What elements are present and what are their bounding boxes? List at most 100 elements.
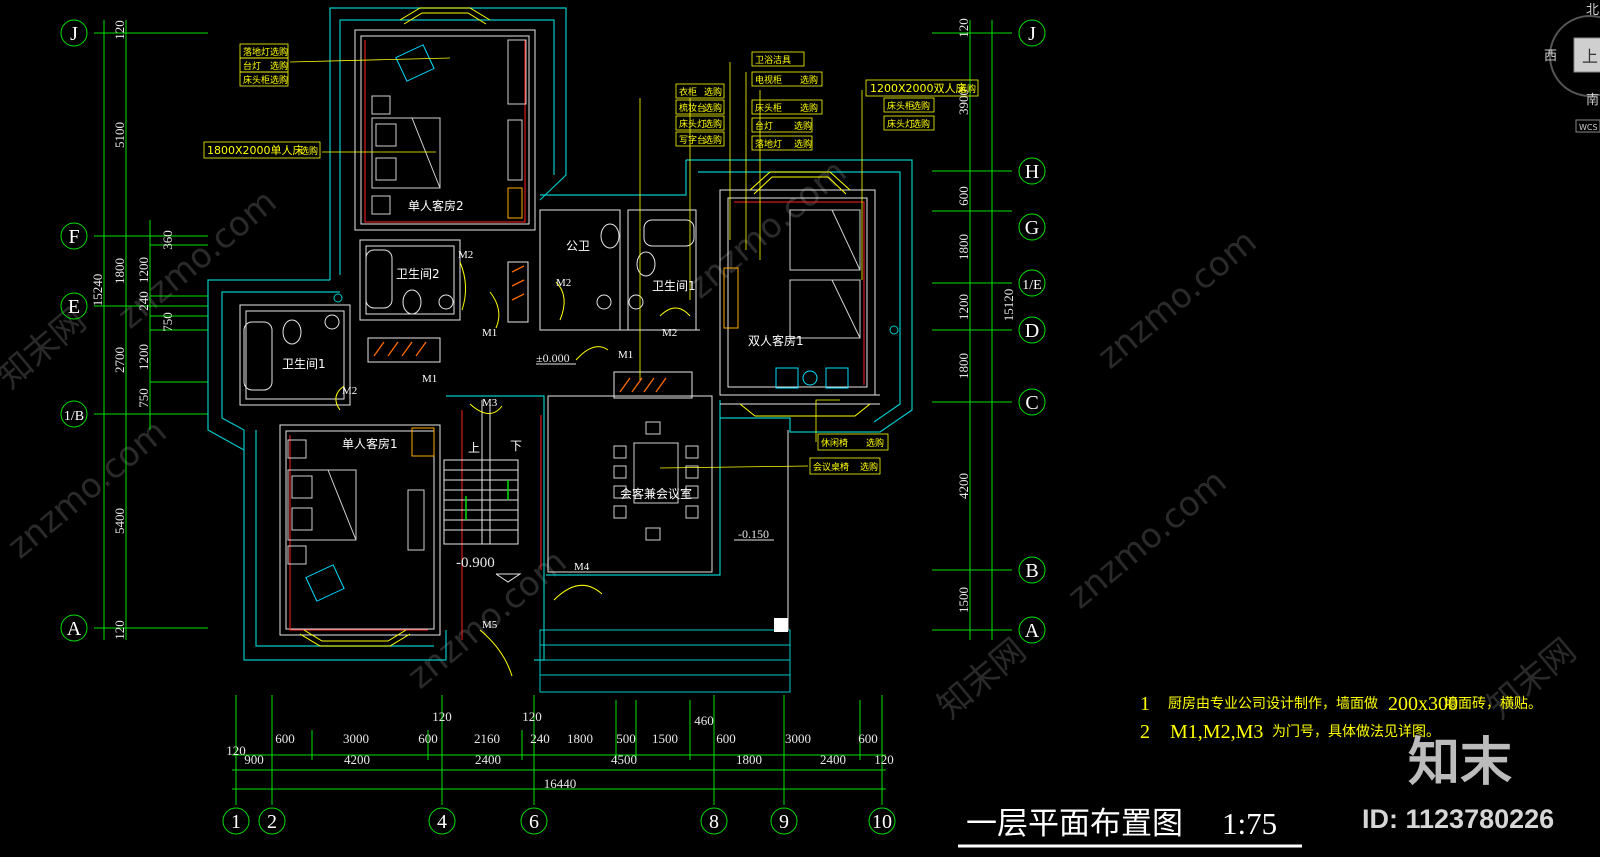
bed-icon xyxy=(789,209,861,271)
view-compass: 上 北 西 南 WCS xyxy=(1544,3,1600,133)
door-swings xyxy=(335,261,691,677)
dim-value: 3000 xyxy=(785,731,811,746)
leader-lines xyxy=(289,57,863,469)
tag-text: 卫浴洁具 xyxy=(755,54,791,66)
view-cube-top-label: 上 xyxy=(1582,47,1598,66)
bed-icon xyxy=(287,469,357,541)
dim-value: 600 xyxy=(956,186,971,206)
image-id: ID: 1123780226 xyxy=(1362,804,1554,834)
note-text: 墙面砖，横贴。 xyxy=(1444,696,1542,712)
axis-bubble-label: 10 xyxy=(872,811,892,833)
exterior-walls xyxy=(207,7,913,661)
bottom-axis-grid xyxy=(222,695,896,835)
column-marker xyxy=(774,618,788,632)
tag-text: 床头柜 xyxy=(755,102,782,114)
entrance-steps xyxy=(539,430,791,693)
room-label-bath1-left: 卫生间1 xyxy=(282,357,326,371)
door-numbers: M2 M1 M2 M2 M1 M1 M2 M3 M4 M5 上 下 xyxy=(342,249,677,631)
dim-value: 4500 xyxy=(611,752,637,767)
bottom-axis-labels: 1 2 4 6 8 9 10 600 3000 600 2160 240 180… xyxy=(226,709,894,833)
tag-text: 选购 xyxy=(270,60,288,72)
red-finish-lines xyxy=(289,40,865,640)
tag-text: 休闲椅 xyxy=(821,437,848,449)
door-label: M1 xyxy=(618,349,633,361)
dim-value: 120 xyxy=(112,20,127,40)
bath-fixtures xyxy=(243,219,695,391)
tag-text: 选购 xyxy=(958,83,976,95)
dim-value: 120 xyxy=(522,709,542,724)
staircase xyxy=(443,400,519,545)
dim-value: 120 xyxy=(112,620,127,640)
door-label: M2 xyxy=(458,249,473,261)
closet-hangers xyxy=(373,265,667,393)
lounge-chairs xyxy=(305,44,849,602)
tag-text: 选购 xyxy=(866,437,884,449)
bed-icon xyxy=(789,279,861,339)
tag-text: 台灯 xyxy=(243,60,261,72)
tag-text: 落地灯 xyxy=(243,46,270,58)
sink-icon xyxy=(596,294,612,310)
axis-bubble-label: 2 xyxy=(267,811,277,833)
axis-bubble-label: 8 xyxy=(709,811,719,833)
dim-value: 1800 xyxy=(956,353,971,379)
door-label: M1 xyxy=(422,373,437,385)
right-axis-labels: J H G 1/E D C B A 120 3900 600 1800 1200… xyxy=(956,18,1042,642)
dim-value: 750 xyxy=(136,388,151,408)
room-label-bath1-right: 卫生间1 xyxy=(652,279,696,293)
dim-value: 2160 xyxy=(474,731,500,746)
room-labels: 单人客房2 卫生间2 公卫 卫生间1 双人客房1 卫生间1 单人客房1 会客兼会… xyxy=(282,198,804,501)
interior-walls xyxy=(239,29,880,636)
furniture xyxy=(287,39,861,565)
dim-value: 2700 xyxy=(112,347,127,373)
room-label-guest2: 单人客房2 xyxy=(408,198,464,213)
tag-text: 梳妆台 xyxy=(679,102,706,114)
tag-text: 选购 xyxy=(270,74,288,86)
level-zero: ±0.000 xyxy=(536,351,570,365)
door-label: M2 xyxy=(556,277,571,289)
axis-bubble-label: F xyxy=(68,226,79,248)
drain-marker xyxy=(333,293,343,303)
tag-text: 选购 xyxy=(704,134,722,146)
stair-up-label: 上 xyxy=(468,441,480,455)
drawing-title: 一层平面布置图 xyxy=(966,806,1183,841)
room-label-double-guest1: 双人客房1 xyxy=(748,333,804,348)
room-label-meeting: 会客兼会议室 xyxy=(620,486,692,501)
dim-value: 1800 xyxy=(956,234,971,260)
watermark: znzmo.com xyxy=(1090,222,1264,377)
meeting-table xyxy=(633,442,679,504)
dim-value: 460 xyxy=(694,713,714,728)
tag-text: 选购 xyxy=(270,46,288,58)
tag-text: 选购 xyxy=(912,118,930,130)
compass-north: 北 xyxy=(1586,3,1599,18)
dim-value: 600 xyxy=(275,731,295,746)
windows xyxy=(299,7,871,647)
watermark-layer: znzmo.com znzmo.com znzmo.com znzmo.com … xyxy=(0,152,1584,727)
toilet-icon xyxy=(600,223,620,249)
dim-value: 120 xyxy=(226,743,246,758)
dim-value: 600 xyxy=(858,731,878,746)
compass-west: 西 xyxy=(1544,49,1557,64)
level-minus900: -0.900 xyxy=(456,555,495,571)
brand-logo: 知末 xyxy=(1408,733,1512,793)
dim-value: 3000 xyxy=(343,731,369,746)
room-label-bath2: 卫生间2 xyxy=(396,267,440,281)
bathtub-icon xyxy=(643,219,695,247)
wcs-label: WCS xyxy=(1579,123,1598,132)
dim-value: 240 xyxy=(136,291,151,311)
tag-text: 选购 xyxy=(860,461,878,473)
note-text: 厨房由专业公司设计制作，墙面做 xyxy=(1168,696,1378,712)
note-text: 200x300 xyxy=(1388,693,1458,715)
left-axis-grid xyxy=(60,19,208,642)
note-number: 2 xyxy=(1140,721,1150,743)
drain-marker xyxy=(889,325,899,335)
dim-value: 15240 xyxy=(90,274,105,307)
watermark: znzmo.com xyxy=(0,412,174,567)
dim-value: 4200 xyxy=(956,473,971,499)
dim-value: 750 xyxy=(160,312,175,332)
sink-icon xyxy=(438,294,454,310)
tag-text: 床头灯 xyxy=(679,118,706,130)
dim-value: 16440 xyxy=(544,776,577,791)
dim-value: 1200 xyxy=(136,344,151,370)
axis-bubble-label: H xyxy=(1025,161,1039,183)
